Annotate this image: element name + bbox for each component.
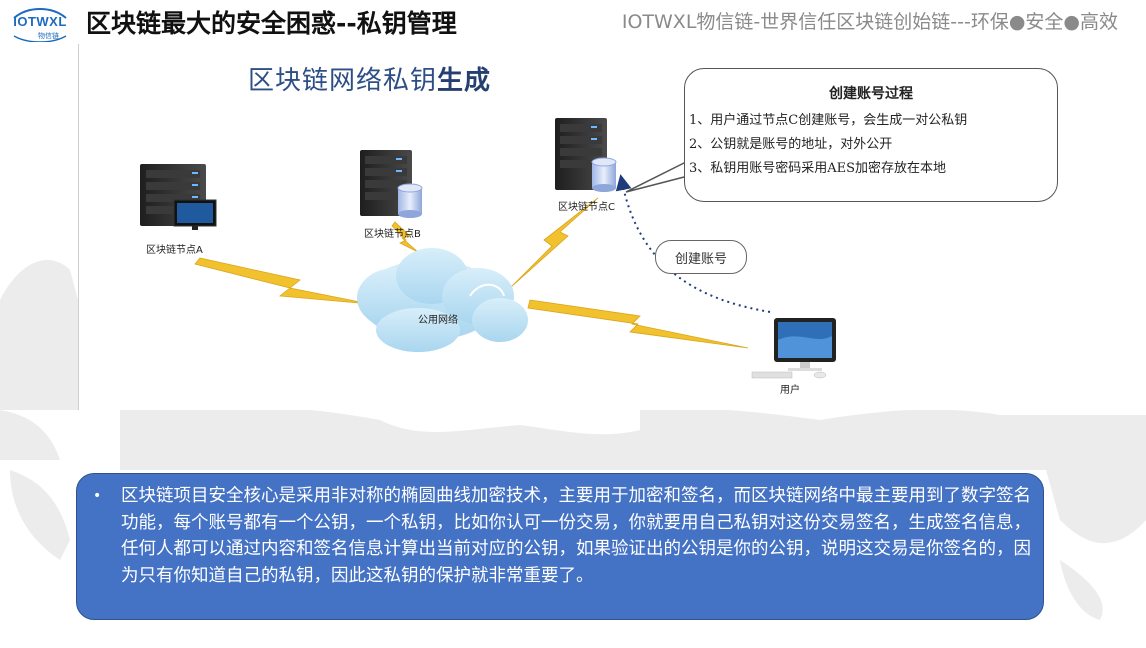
cloud-icon bbox=[357, 248, 528, 352]
bullet-icon: • bbox=[93, 488, 102, 504]
page-title: 区块链最大的安全困惑--私钥管理 bbox=[86, 9, 457, 38]
user-label: 用户 bbox=[780, 385, 800, 396]
server-c-icon bbox=[555, 118, 617, 192]
lightning-user-icon bbox=[527, 299, 749, 349]
logo-subtext: 物信链 bbox=[38, 32, 59, 40]
iotwxl-logo: IOTWXL 物信链 bbox=[8, 6, 72, 42]
diagram-title-bold: 生成 bbox=[437, 66, 492, 96]
callout-pointer bbox=[625, 159, 691, 193]
node-c-label: 区块链节点C bbox=[558, 202, 615, 213]
callout-title: 创建账号过程 bbox=[829, 86, 913, 102]
lightning-b-icon bbox=[391, 221, 419, 253]
description-box: • 区块链项目安全核心是采用非对称的椭圆曲线加密技术，主要用于加密和签名，而区块… bbox=[76, 473, 1044, 620]
create-account-callout: 创建账号过程 1、用户通过节点C创建账号，会生成一对公私钥 2、公钥就是账号的地… bbox=[684, 68, 1058, 202]
callout-item: 2、公钥就是账号的地址，对外公开 bbox=[689, 137, 893, 152]
create-account-arrow bbox=[615, 174, 771, 313]
node-b-label: 区块链节点B bbox=[364, 229, 421, 240]
server-b-icon bbox=[360, 150, 423, 218]
header-tagline: IOTWXL物信链-世界信任区块链创始链---环保●安全●高效 bbox=[621, 11, 1118, 33]
logo-text: IOTWXL bbox=[13, 14, 67, 29]
node-a-label: 区块链节点A bbox=[146, 245, 203, 256]
create-account-bubble: 创建账号 bbox=[655, 240, 747, 274]
user-computer-icon bbox=[751, 318, 836, 379]
callout-item: 1、用户通过节点C创建账号，会生成一对公私钥 bbox=[689, 113, 968, 128]
lightning-a-icon bbox=[194, 257, 371, 305]
callout-item: 3、私钥用账号密码采用AES加密存放在本地 bbox=[689, 161, 947, 176]
server-a-icon bbox=[140, 164, 217, 230]
slide-header: IOTWXL 物信链 区块链最大的安全困惑--私钥管理 IOTWXL物信链-世界… bbox=[0, 0, 1146, 44]
cloud-label: 公用网络 bbox=[418, 315, 458, 326]
diagram-title-normal: 区块链网络私钥 bbox=[248, 66, 438, 96]
lightning-c-icon bbox=[509, 197, 599, 289]
diagram-title: 区块链网络私钥生成 bbox=[248, 60, 491, 97]
bubble-label: 创建账号 bbox=[674, 252, 727, 267]
description-text: 区块链项目安全核心是采用非对称的椭圆曲线加密技术，主要用于加密和签名，而区块链网… bbox=[121, 486, 1031, 586]
left-divider bbox=[78, 44, 79, 410]
